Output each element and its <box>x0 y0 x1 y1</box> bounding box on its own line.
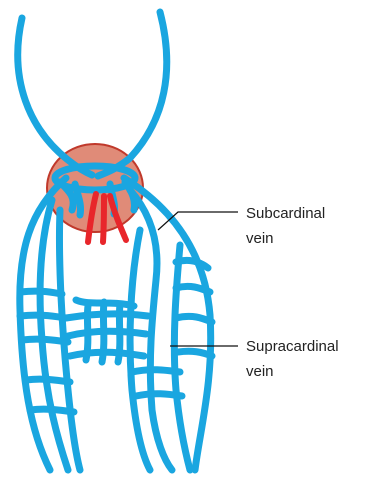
supracardinal-vein <box>174 245 190 470</box>
subcardinal-label: Subcardinal vein <box>246 205 329 247</box>
central-mesh-4 <box>86 306 88 360</box>
central-mesh-6 <box>118 304 120 362</box>
leader-lines <box>158 212 238 346</box>
subcardinal-label-line-1: Subcardinal <box>246 205 325 222</box>
cross-anastomosis-8 <box>132 370 180 372</box>
supracardinal-label-line-1: Supracardinal <box>246 338 339 355</box>
cross-anastomosis-1 <box>20 291 62 294</box>
subcardinal-label-line-2: vein <box>246 230 274 247</box>
cross-anastomosis-11 <box>30 409 74 412</box>
supracardinal-label: Supracardinal vein <box>246 338 343 380</box>
cross-anastomosis-10 <box>26 379 70 382</box>
cross-anastomosis-7 <box>178 351 212 356</box>
cross-anastomosis-5 <box>176 286 210 292</box>
central-mesh-1 <box>66 314 148 318</box>
supracardinal-label-line-2: vein <box>246 363 274 380</box>
cross-anastomosis-3 <box>22 339 68 342</box>
supracardinal-inner-strand <box>130 230 150 470</box>
vein-network <box>18 12 212 470</box>
cross-anastomosis-2 <box>20 315 66 318</box>
artery-middle <box>103 196 104 242</box>
cross-anastomosis-9 <box>136 394 182 396</box>
central-mesh-5 <box>102 302 104 362</box>
cross-anastomosis-6 <box>176 316 212 322</box>
central-mesh-3 <box>70 352 144 356</box>
central-mesh-7 <box>76 300 134 306</box>
